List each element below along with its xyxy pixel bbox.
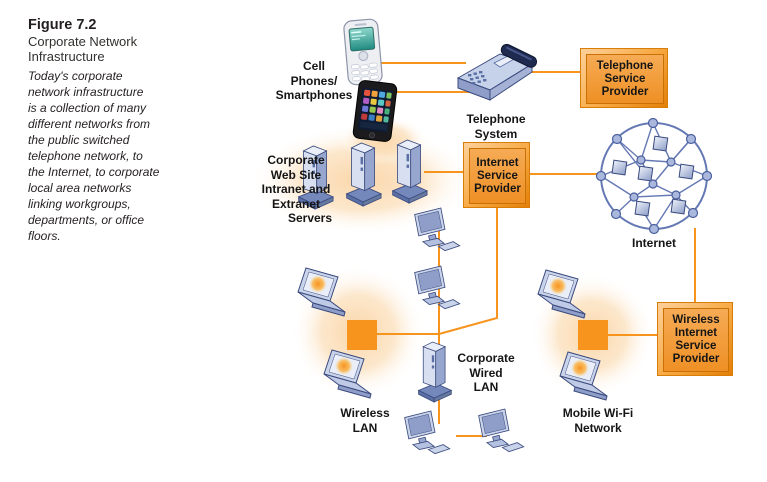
wireless-internet-service-provider-label: Wireless Internet Service Provider: [672, 314, 720, 365]
wireless-internet-service-provider-box: Wireless Internet Service Provider: [657, 302, 733, 376]
desktop-computer-icon: [414, 265, 461, 310]
figure-caption: Figure 7.2 Corporate Network Infrastruct…: [28, 17, 200, 244]
label-corporate-wired-lan: Corporate Wired LAN: [457, 351, 515, 394]
desktop-computer-icon: [414, 207, 461, 252]
label-cell-phones: Cell Phones/ Smartphones: [275, 59, 353, 102]
label-mobile-wifi: Mobile Wi-Fi Network: [562, 406, 634, 435]
label-wireless-lan: Wireless LAN: [340, 406, 390, 435]
label-internet: Internet: [631, 236, 676, 250]
figure-title: Corporate Network Infrastructure: [28, 34, 138, 64]
internet-mesh-icon: [595, 117, 713, 235]
internet-service-provider-box: Internet Service Provider: [463, 142, 530, 208]
telephone-service-provider-label: Telephone Service Provider: [596, 59, 654, 98]
mobile-wifi-access-point: [578, 320, 608, 350]
label-corporate-web: Corporate Web Site Intranet and Extranet: [261, 153, 331, 211]
internet-service-provider-label: Internet Service Provider: [474, 156, 521, 195]
label-servers: Servers: [287, 211, 333, 225]
link-isp-lan: [438, 208, 498, 335]
wireless-lan-access-point: [347, 320, 377, 350]
telephone-system-icon: [456, 43, 538, 101]
figure-number: Figure 7.2: [28, 17, 97, 33]
desktop-computer-icon: [478, 408, 525, 453]
telephone-service-provider-box: Telephone Service Provider: [580, 48, 668, 108]
label-telephone-system: Telephone System: [466, 112, 526, 141]
smartphone-icon: [352, 80, 398, 142]
figure-description: Today's corporate network infrastructure…: [28, 69, 160, 243]
